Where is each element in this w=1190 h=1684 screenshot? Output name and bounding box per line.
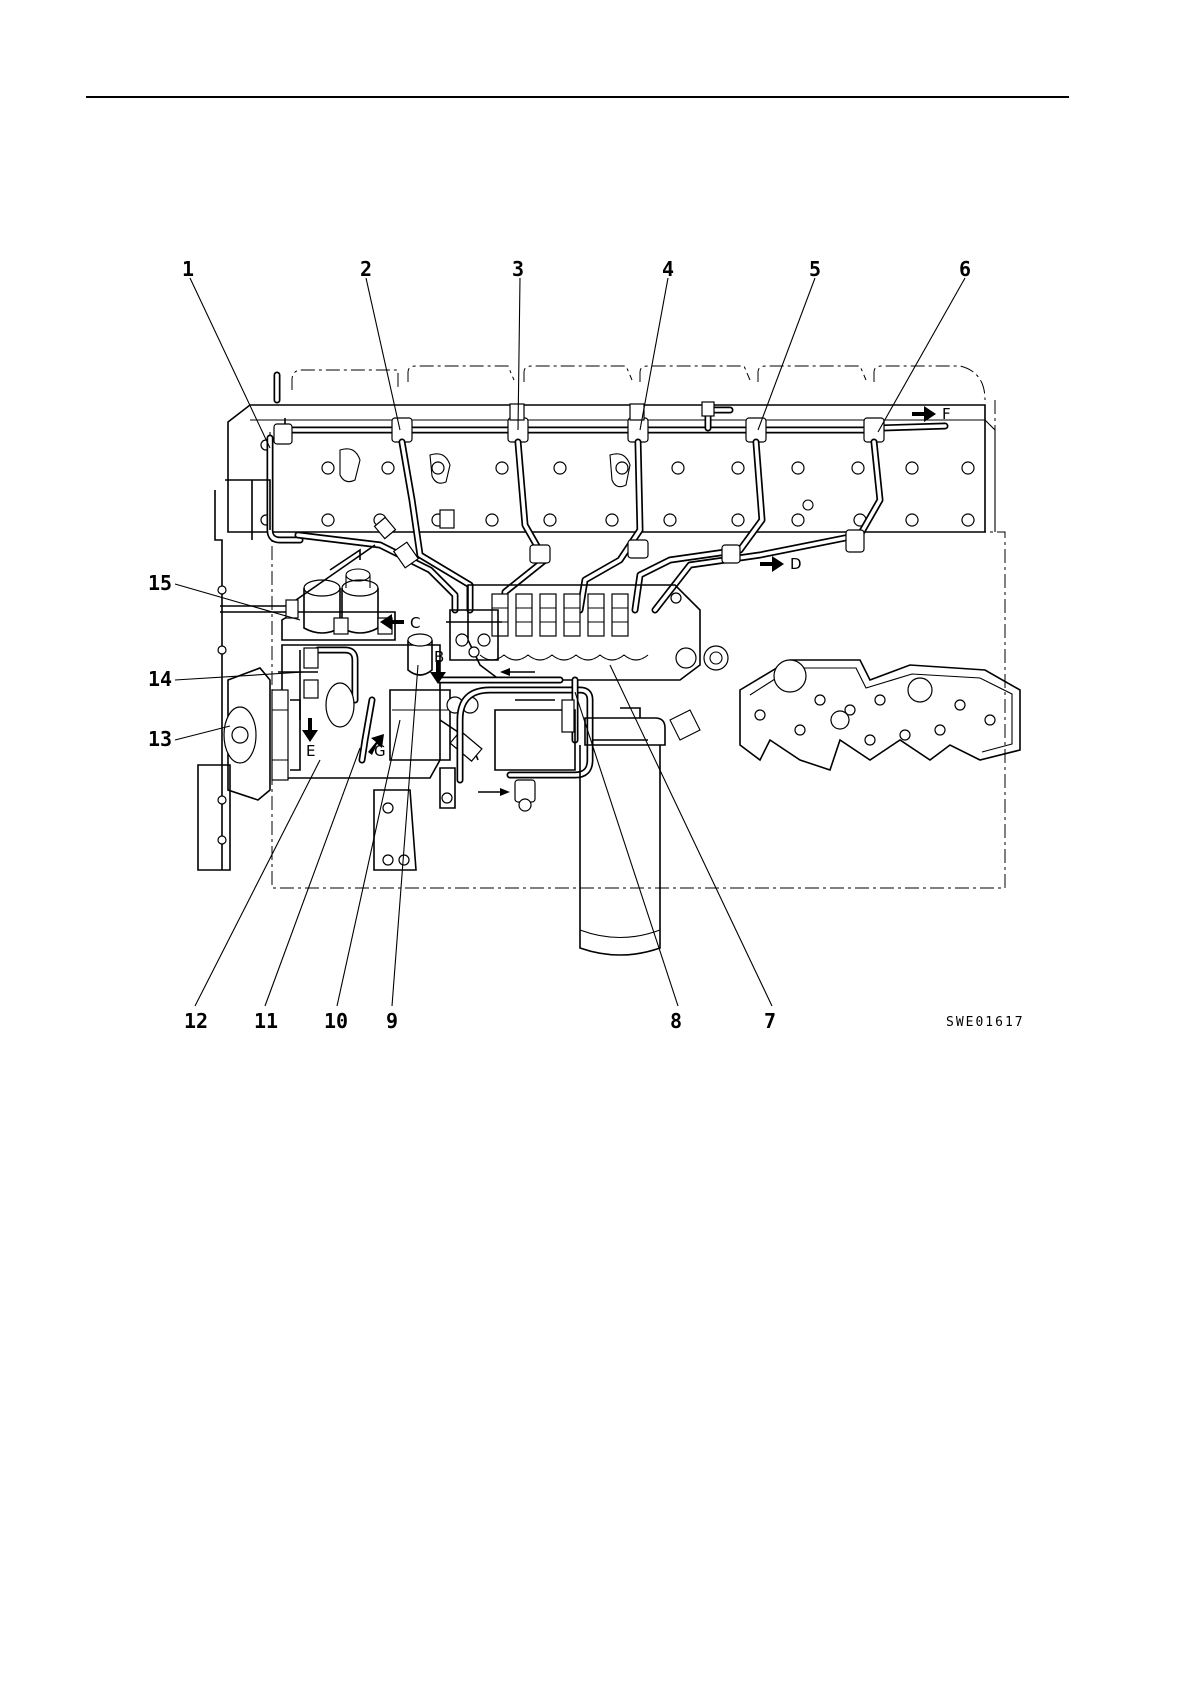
- injector-fittings: [274, 402, 884, 444]
- flow-label-d: D: [790, 555, 802, 573]
- callout-7: 7: [764, 1009, 776, 1033]
- callout-5: 5: [809, 257, 821, 281]
- callout-11: 11: [254, 1009, 278, 1033]
- callout-10: 10: [324, 1009, 348, 1033]
- callout-14: 14: [148, 667, 172, 691]
- callout-15: 15: [148, 571, 172, 595]
- injection-pump: [446, 585, 728, 680]
- gear-case-gasket: [670, 660, 1020, 770]
- callout-12: 12: [184, 1009, 208, 1033]
- drawing-code: SWE01617: [946, 1015, 1025, 1030]
- delivery-valves: [492, 594, 628, 636]
- head-bolts: [261, 440, 974, 526]
- callout-6: 6: [959, 257, 971, 281]
- callout-8: 8: [670, 1009, 682, 1033]
- callout-4: 4: [662, 257, 674, 281]
- callout-1: 1: [182, 257, 194, 281]
- leader-lines: [175, 278, 965, 1006]
- callout-numbers: 1 2 3 4 5 6 7 8 9 10 11 12 13 14 15: [148, 257, 971, 1033]
- mounting-bracket: [374, 790, 416, 870]
- flow-label-f: F: [942, 405, 951, 423]
- callout-13: 13: [148, 727, 172, 751]
- flow-label-b: B: [434, 648, 444, 666]
- callout-9: 9: [386, 1009, 398, 1033]
- fuel-filters: [220, 545, 395, 640]
- callout-2: 2: [360, 257, 372, 281]
- fuel-feed-piping: [440, 680, 590, 811]
- flow-label-e: E: [306, 742, 315, 760]
- flow-label-g: G: [374, 742, 386, 760]
- flow-label-c: C: [410, 614, 420, 632]
- callout-3: 3: [512, 257, 524, 281]
